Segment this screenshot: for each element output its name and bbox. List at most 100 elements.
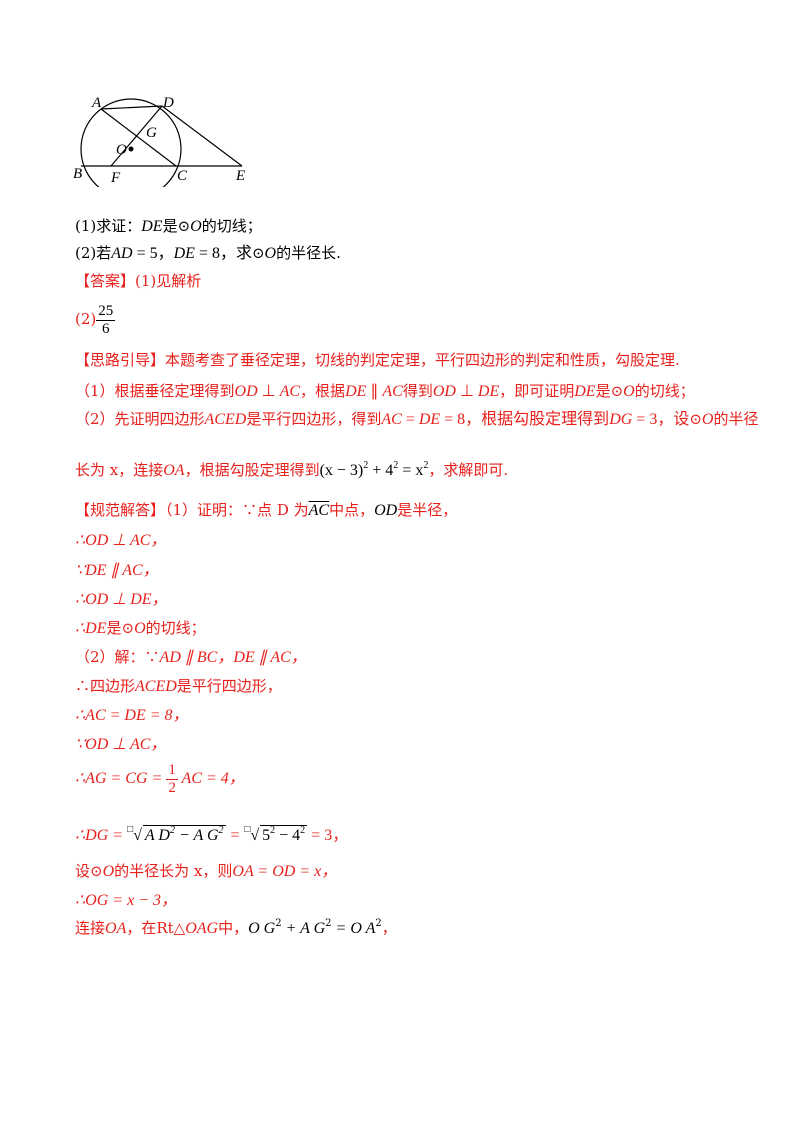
g3-sup2: 2: [393, 460, 399, 471]
g2-eq8: = 8，根据勾股定理得到: [440, 411, 610, 428]
s11-f: − 4: [275, 827, 301, 844]
s11-radicand-1: A D2 − A G2: [142, 825, 226, 846]
g3-oa: OA: [163, 462, 185, 479]
g2-eq: =: [401, 411, 419, 428]
s5-b: 是: [106, 619, 122, 637]
g1-d: ，即可证明: [499, 382, 575, 400]
label-c: C: [177, 168, 188, 184]
s1-a: （1）证明：∵点 D 为: [165, 501, 309, 519]
g1-od2: OD: [432, 383, 456, 400]
s11-g: = 3，: [307, 827, 349, 844]
q2-suffix: 的半径长.: [276, 244, 341, 262]
answer-denominator: 6: [102, 320, 110, 337]
segment-ad: [100, 105, 163, 110]
s7-b: ACED: [135, 678, 177, 695]
g3-sup3: 2: [423, 460, 429, 471]
s11-sup3: 2: [270, 825, 276, 836]
s11-radicand-2: 52 − 42: [260, 825, 308, 846]
s1-od: OD: [374, 502, 398, 519]
s1-arc: AC: [308, 502, 330, 519]
q1-prefix: (1)求证：: [75, 217, 142, 235]
q1-o: O: [190, 218, 202, 235]
q1-de: DE: [141, 218, 163, 235]
solution-line-7: ∴四边形ACED是平行四边形，: [75, 676, 282, 697]
solution-line-1: 【规范解答】（1）证明：∵点 D 为AC中点，OD是半径，: [75, 500, 457, 521]
answer-tag: 【答案】: [75, 272, 136, 290]
guide-line: 【思路引导】本题考查了垂径定理，切线的判定定理，平行四边形的判定和性质，勾股定理…: [75, 350, 680, 370]
s14-sup2: 2: [325, 918, 332, 929]
g1-par: ∥: [366, 383, 383, 400]
g2-aced: ACED: [204, 411, 247, 428]
s12-c: O: [102, 863, 115, 880]
g2-dg: DG: [609, 411, 633, 428]
s12-d: 的半径长为 x，则: [114, 862, 233, 880]
label-b: B: [73, 166, 82, 182]
guide-tag: 【思路引导】: [75, 351, 166, 369]
s14-j: ，: [381, 919, 397, 937]
s12-a: 设: [75, 862, 91, 880]
g3-plus: + 4: [368, 462, 394, 479]
s7-a: ∴四边形: [75, 677, 136, 695]
solution-line-4: ∴OD ⊥ DE，: [75, 589, 168, 610]
q2-o: O: [264, 245, 277, 262]
g1-c: 得到: [402, 382, 433, 400]
solution-line-11: ∴DG = □√A D2 − A G2 = □√52 − 42 = 3，: [75, 820, 348, 846]
s14-sup3: 2: [375, 918, 382, 929]
guide-step-1: （1）根据垂径定理得到OD ⊥ AC，根据DE ∥ AC得到OD ⊥ DE，即可…: [75, 381, 695, 402]
solution-line-5: ∴DE是⊙O的切线；: [75, 618, 206, 639]
s3: ∵DE ∥ AC，: [75, 562, 159, 579]
segment-de: [161, 105, 243, 167]
s11-e: 5: [262, 827, 271, 844]
s10-num: 1: [166, 761, 178, 780]
g2-de: DE: [418, 411, 441, 428]
guide-step-3: 长为 x，连接OA，根据勾股定理得到(x − 3)2 + 42 = x2，求解即…: [75, 460, 508, 481]
s7-c: 是平行四边形，: [176, 677, 282, 695]
g1-de2: DE: [477, 383, 500, 400]
s14-c: ，在Rt: [126, 919, 174, 937]
q2-eq5: = 5，: [132, 245, 174, 262]
label-a: A: [91, 95, 102, 111]
s11-radical-2: □√52 − 42: [244, 824, 308, 846]
s10-a: ∴AG = CG =: [75, 770, 167, 787]
s12-e: OA = OD = x，: [232, 863, 338, 880]
s11-root-index-1: □: [127, 824, 134, 835]
s11-d: =: [225, 827, 245, 844]
solution-line-8: ∴AC = DE = 8，: [75, 705, 189, 726]
g1-de: DE: [345, 383, 367, 400]
s14-a: 连接: [75, 919, 106, 937]
g1-perp2: ⊥: [455, 383, 478, 400]
s11-radical-1: □√A D2 − A G2: [127, 824, 226, 846]
s4: ∴OD ⊥ DE，: [75, 591, 168, 608]
geometry-figure: A D G O B F C E: [73, 95, 245, 187]
q2-prefix: (2)若: [75, 244, 112, 262]
g1-ac2: AC: [382, 383, 403, 400]
s6-b: AD ∥ BC，DE ∥ AC，: [159, 649, 307, 666]
g2-ac: AC: [381, 411, 402, 428]
g1-de3: DE: [574, 383, 596, 400]
s12-circle-symbol: ⊙: [90, 862, 103, 880]
g3-formula-paren: (x − 3): [319, 462, 364, 479]
g1-a: （1）根据垂径定理得到: [75, 382, 235, 400]
g1-od: OD: [234, 383, 258, 400]
g2-eq3: = 3，设: [632, 411, 690, 428]
g1-e: 是: [595, 382, 611, 400]
solution-line-14: 连接OA，在Rt△OAG中，O G2 + A G2 = O A2，: [75, 918, 397, 939]
s11-b: A D: [144, 827, 170, 844]
g3-a: 长为 x，连接: [75, 461, 164, 479]
answer-part2-label: (2): [75, 310, 97, 328]
question-1: (1)求证：DE是⊙O的切线；: [75, 216, 262, 237]
s5-e: 的切线；: [145, 619, 206, 637]
g1-b: ，根据: [300, 382, 346, 400]
g1-circle-symbol: ⊙: [610, 382, 624, 400]
s8: ∴AC = DE = 8，: [75, 707, 189, 724]
circle-o: [80, 98, 182, 187]
g1-o: O: [623, 383, 635, 400]
s2: ∴OD ⊥ AC，: [75, 532, 167, 549]
s14-triangle-symbol: △: [173, 919, 186, 937]
q1-suffix: 的切线；: [201, 217, 262, 235]
g2-c: 的半径: [713, 410, 759, 428]
g1-f: 的切线；: [634, 382, 695, 400]
